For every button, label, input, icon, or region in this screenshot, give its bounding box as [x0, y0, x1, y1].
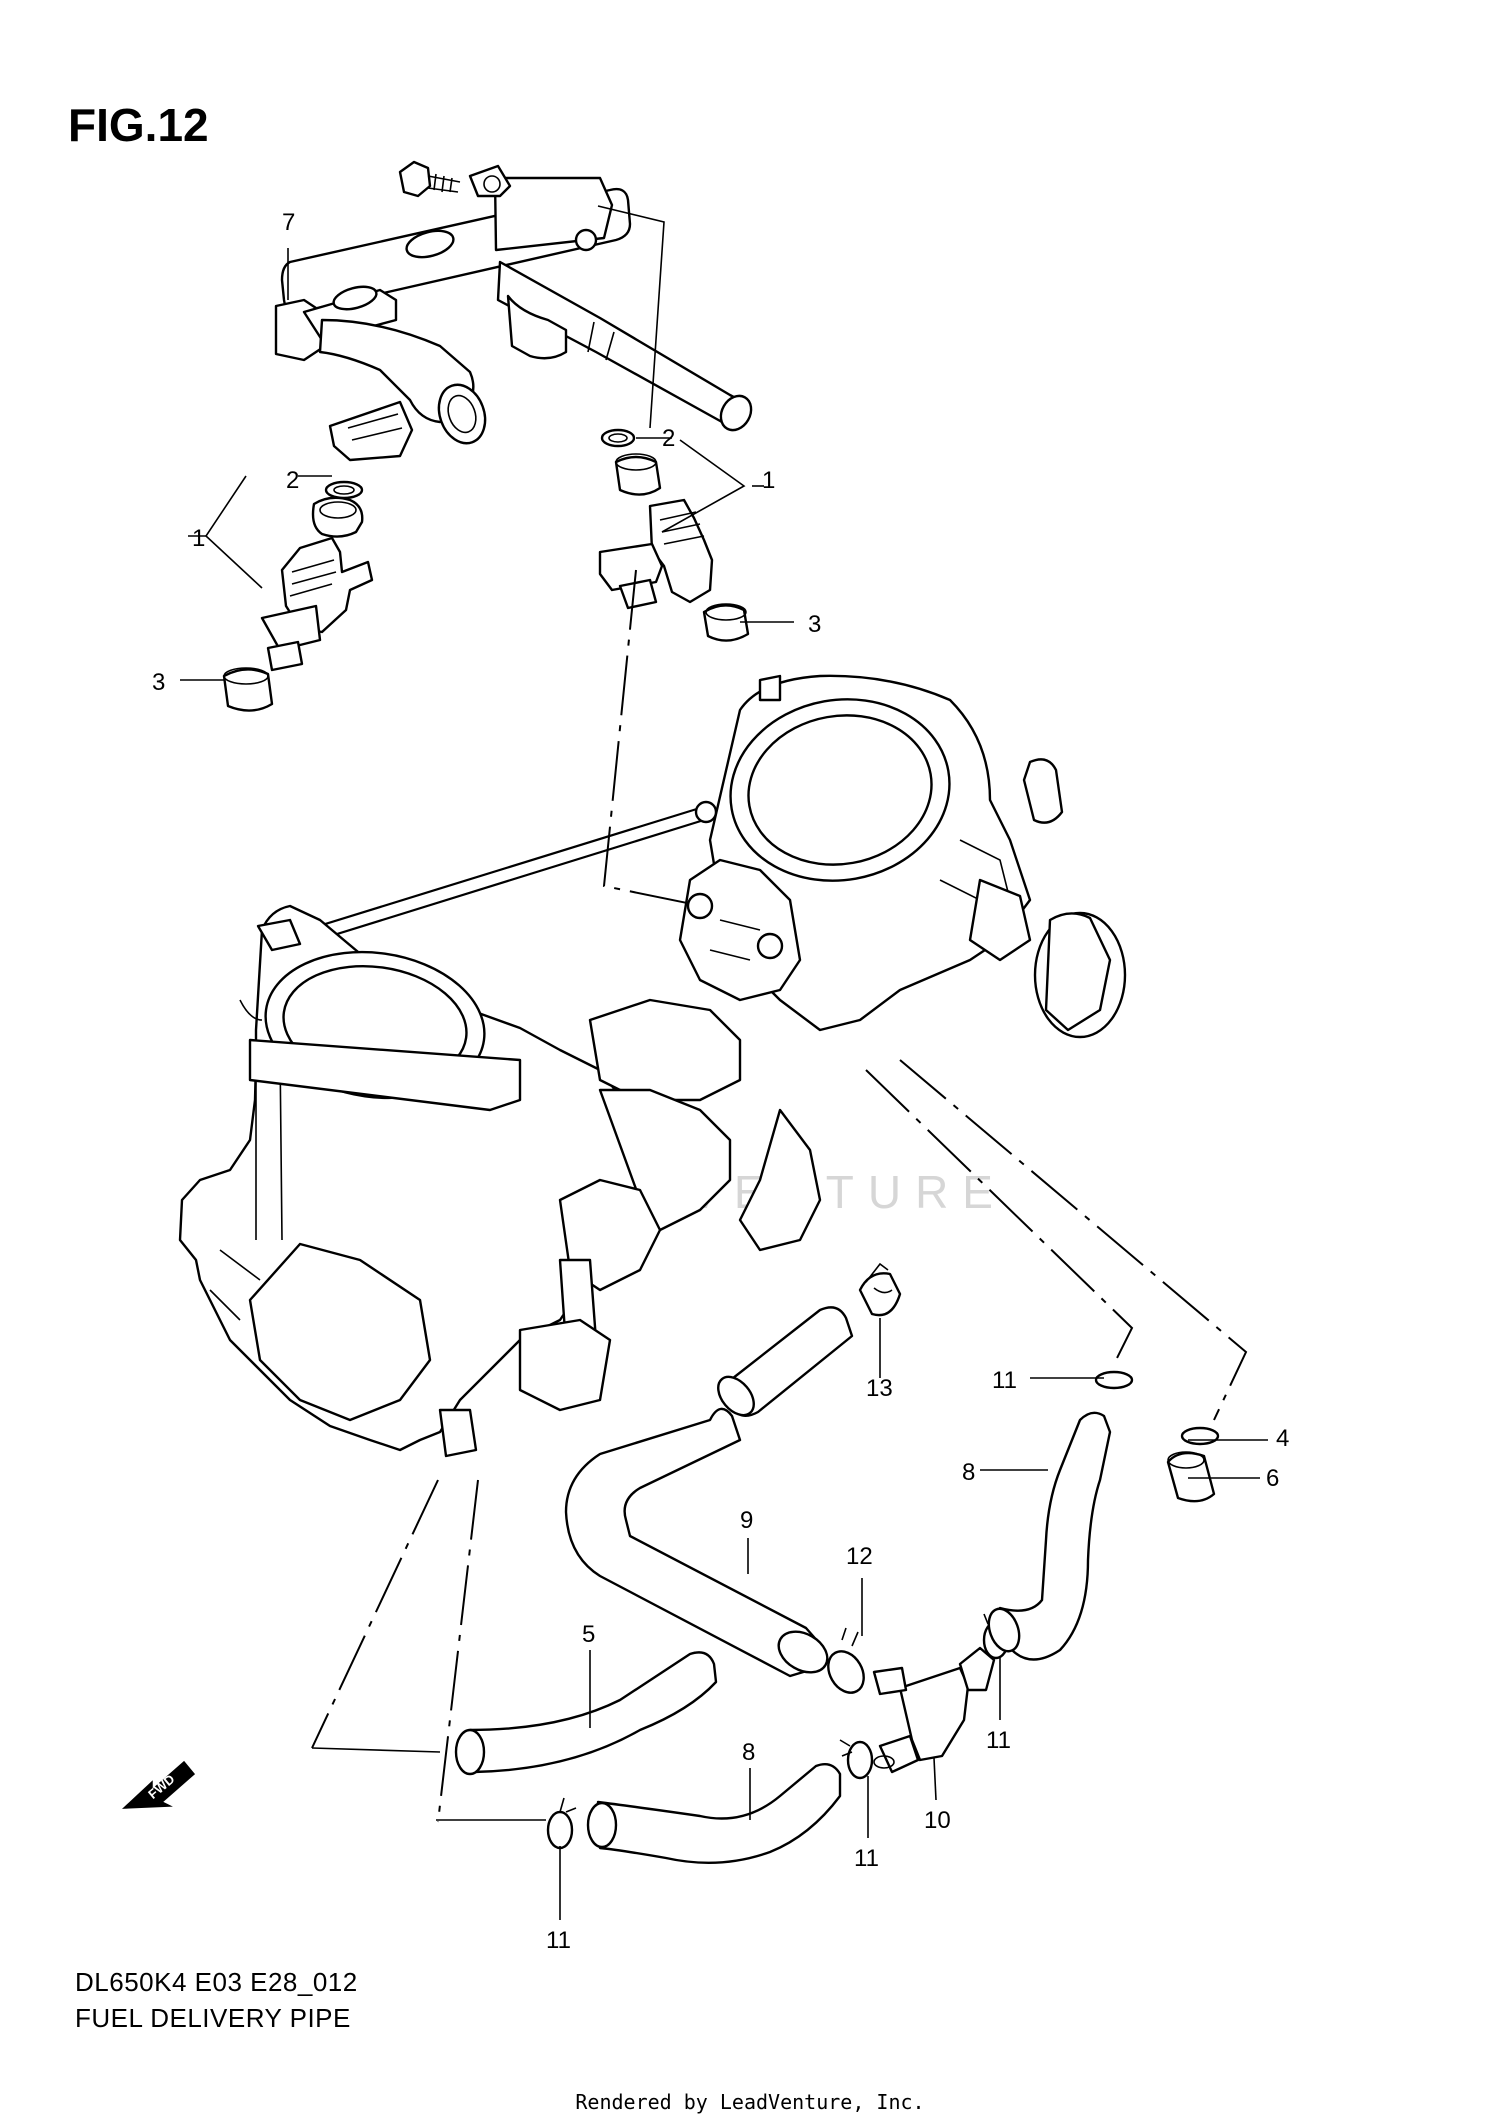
installation-dash-lines — [311, 569, 1248, 1823]
right-injector-group-drawing — [598, 428, 750, 642]
callout-4: 4 — [1276, 1425, 1289, 1452]
hoses-drawing — [454, 1262, 1220, 1864]
callout-8-lower: 8 — [742, 1739, 755, 1766]
figure-label: FIG.12 — [68, 99, 209, 151]
callout-3-left: 3 — [152, 669, 165, 696]
bolt-drawing — [398, 160, 461, 198]
callout-12: 12 — [846, 1543, 873, 1570]
throttle-body-drawing — [178, 674, 1127, 1458]
callout-5: 5 — [582, 1621, 595, 1648]
callout-6: 6 — [1266, 1465, 1279, 1492]
callout-7: 7 — [282, 209, 295, 236]
callout-11-right: 11 — [986, 1727, 1011, 1754]
rendered-by-credit: Rendered by LeadVenture, Inc. — [575, 2090, 925, 2114]
callout-2-right: 2 — [662, 425, 675, 452]
left-injector-group-drawing — [222, 480, 374, 712]
callout-9: 9 — [740, 1507, 753, 1534]
callout-labels: 7 2 1 3 2 1 3 13 11 4 6 8 9 12 5 11 8 10… — [152, 209, 1289, 1954]
callout-11-lower: 11 — [546, 1927, 571, 1954]
callout-11-middle: 11 — [854, 1845, 879, 1872]
callout-13: 13 — [866, 1375, 893, 1402]
callout-11-upper: 11 — [992, 1367, 1017, 1394]
callout-8-upper: 8 — [962, 1459, 975, 1486]
fwd-arrow-icon: FWD — [121, 1760, 196, 1809]
callout-10: 10 — [924, 1807, 951, 1834]
callout-1-right: 1 — [762, 467, 775, 494]
model-code: DL650K4 E03 E28_012 — [75, 1967, 358, 1997]
fuel-delivery-pipe-drawing — [274, 160, 753, 462]
callout-1-left: 1 — [192, 525, 205, 552]
callout-3-right: 3 — [808, 611, 821, 638]
diagram-title: FUEL DELIVERY PIPE — [75, 2003, 351, 2033]
callout-2-left: 2 — [286, 467, 299, 494]
leader-lines — [180, 205, 1268, 1920]
